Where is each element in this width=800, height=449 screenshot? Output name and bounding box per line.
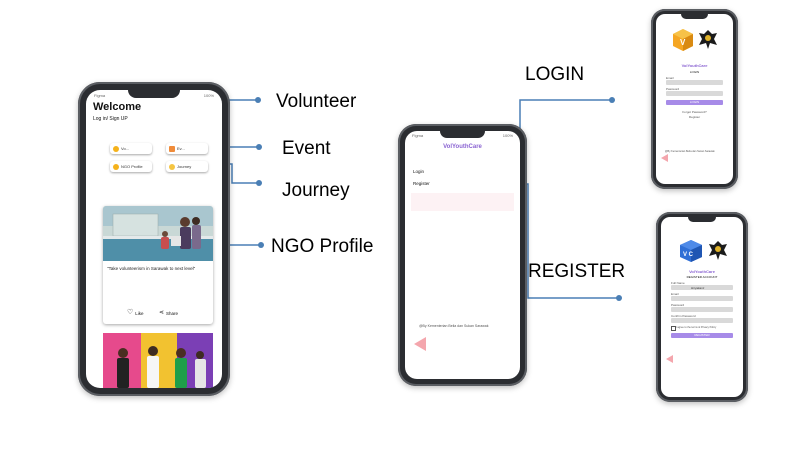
ngo-chip-label: NGO Profile	[121, 164, 143, 169]
footer-text: @By Kementerian Belia dan Sukan Sarawak	[665, 150, 715, 153]
phone-notch	[688, 217, 716, 222]
post-card[interactable]: "Take volunteerism in Sarawak to next le…	[103, 206, 213, 324]
share-button[interactable]: ⋖ Share	[159, 310, 178, 316]
password-field[interactable]	[666, 91, 723, 96]
journey-chip-label: Journey	[177, 164, 192, 169]
calendar-icon	[169, 145, 175, 152]
email-label: Email	[671, 292, 679, 296]
journey-chip[interactable]: Journey	[166, 161, 208, 172]
phone-home: Figma 100% Welcome Log in/ Sign UP Vo...…	[78, 82, 230, 396]
agree-checkbox[interactable]	[671, 326, 676, 331]
login-screen: V VolYouthCare LOGIN Email Password LOGI…	[656, 14, 733, 184]
svg-text:V: V	[680, 38, 686, 47]
back-arrow-icon[interactable]	[666, 355, 673, 363]
ngo-profile-chip[interactable]: NGO Profile	[110, 161, 152, 172]
phone-notch	[440, 131, 485, 138]
label-login: LOGIN	[525, 64, 585, 85]
back-arrow-icon[interactable]	[414, 337, 426, 351]
phone-login: V VolYouthCare LOGIN Email Password LOGI…	[651, 9, 738, 189]
heart-icon: ♡	[127, 309, 134, 316]
page-title: Welcome	[93, 101, 142, 113]
highlight-strip	[411, 193, 514, 211]
like-button[interactable]: ♡ Like	[127, 309, 144, 316]
fullname-value: Hiryakanz	[691, 286, 705, 290]
ngo-icon	[113, 163, 119, 170]
event-chip-label: Ev...	[177, 146, 185, 151]
login-signup-link[interactable]: Log in/ Sign UP	[93, 116, 128, 122]
password-label: Password	[666, 87, 680, 91]
status-carrier: Figma	[412, 133, 424, 138]
email-label: Email	[666, 76, 674, 80]
login-link[interactable]: Login	[413, 169, 425, 174]
register-link[interactable]: Register	[413, 181, 430, 186]
phone-register: V C VolYouthCare REGISTER ACCOUNT Full N…	[656, 212, 748, 402]
event-banner-photo	[103, 333, 213, 388]
login-button[interactable]: LOGIN	[666, 100, 723, 105]
register-screen: V C VolYouthCare REGISTER ACCOUNT Full N…	[661, 217, 743, 397]
status-carrier: Figma	[94, 93, 106, 98]
svg-text:V C: V C	[683, 252, 694, 258]
back-arrow-icon[interactable]	[661, 154, 668, 162]
post-caption: "Take volunteerism in Sarawak to next le…	[107, 266, 196, 271]
volyouthcare-logo: V C	[680, 240, 702, 262]
label-journey: Journey	[282, 180, 350, 201]
confirm-password-field[interactable]	[671, 318, 733, 323]
phone-notch	[681, 14, 708, 19]
fullname-label: Full Name	[671, 281, 685, 285]
agree-text: I agree to the terms & Privacy Policy	[676, 326, 717, 329]
start-screen: Figma 100% VolYouthCare Login Register @…	[405, 131, 520, 379]
volunteer-chip[interactable]: Vo...	[110, 143, 152, 154]
fullname-field[interactable]: Hiryakanz	[671, 285, 733, 290]
share-icon: ⋖	[159, 310, 165, 316]
label-event: Event	[282, 138, 331, 159]
footer-text: @By Kementerian Belia dan Sukan Sarawak	[419, 324, 489, 328]
event-chip[interactable]: Ev...	[166, 143, 208, 154]
confirm-password-label: Confirm Password	[671, 314, 696, 318]
app-title: VolYouthCare	[689, 269, 715, 274]
register-link[interactable]: Register	[688, 115, 701, 119]
register-heading: REGISTER ACCOUNT	[686, 275, 718, 279]
post-photo	[103, 206, 213, 261]
status-battery: 100%	[502, 133, 513, 138]
app-title: VolYouthCare	[681, 63, 708, 68]
forgot-password-link[interactable]: Forgot Password?	[682, 110, 707, 114]
phone-notch	[128, 90, 180, 98]
label-register: REGISTER	[528, 261, 626, 282]
email-field[interactable]	[666, 80, 723, 85]
volyouthcare-logo: V	[673, 29, 693, 51]
sarawak-crest-icon	[709, 241, 727, 260]
volunteer-icon	[113, 145, 119, 152]
share-label: Share	[166, 310, 179, 316]
password-field[interactable]	[671, 307, 733, 312]
label-volunteer: Volunteer	[276, 91, 357, 112]
home-screen: Figma 100% Welcome Log in/ Sign UP Vo...…	[86, 90, 222, 388]
password-label: Password	[671, 303, 685, 307]
status-battery: 100%	[203, 93, 214, 98]
sarawak-crest-icon	[699, 30, 717, 49]
like-label: Like	[135, 310, 144, 316]
label-ngo-profile: NGO Profile	[271, 236, 374, 257]
login-heading: LOGIN	[689, 70, 700, 74]
journey-icon	[169, 163, 175, 170]
register-button[interactable]: REGISTER	[671, 333, 733, 338]
volunteer-chip-label: Vo...	[121, 146, 130, 151]
phone-start: Figma 100% VolYouthCare Login Register @…	[398, 124, 527, 386]
app-title: VolYouthCare	[443, 144, 482, 150]
email-field[interactable]	[671, 296, 733, 301]
